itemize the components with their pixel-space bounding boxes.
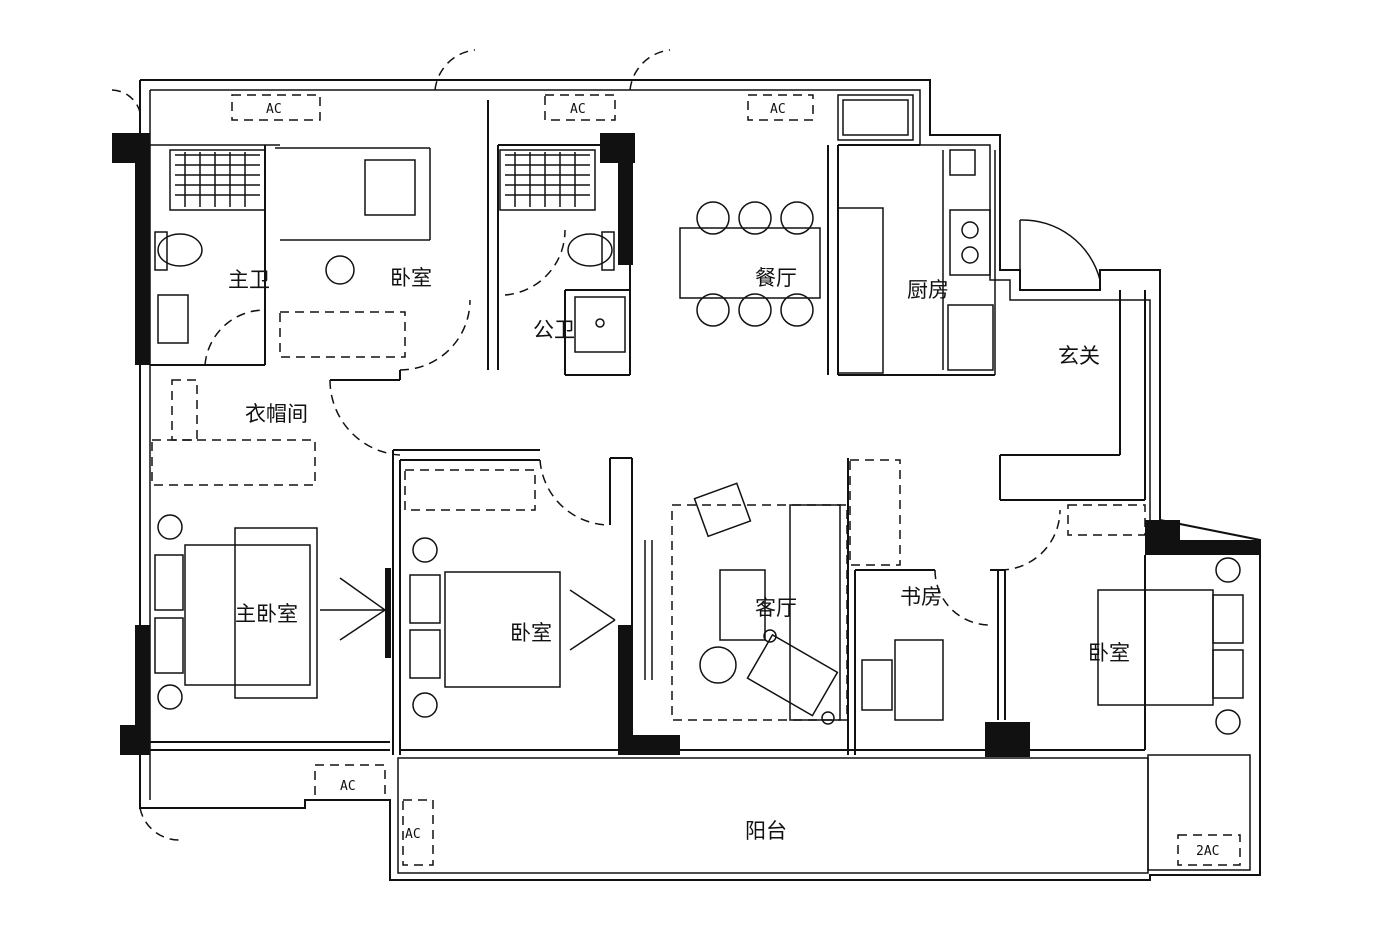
stove [949,209,991,276]
label-master-bath: 主卫 [228,268,270,292]
outer-walls [139,79,1261,881]
ac-unit [402,799,434,866]
label-public-bath: 公卫 [533,318,575,342]
ac-units: AC AC AC AC AC 2AC [231,94,1241,866]
toilet-public [567,233,613,267]
ac-unit [747,94,814,121]
sink-master [157,294,189,344]
ac-unit [544,94,616,121]
label-balcony: 阳台 [745,819,787,843]
dining-set [679,201,821,327]
furniture [151,159,1244,735]
sofa [789,504,841,721]
sliding-door-arrows [320,577,616,651]
ac-label: AC [266,102,282,117]
label-master-bedroom: 主卧室 [235,602,298,626]
label-dining: 餐厅 [755,266,797,290]
room-labels: 主卫 卧室 公卫 餐厅 厨房 玄关 衣帽间 主卧室 卧室 客厅 书房 卧室 阳台 [228,266,1130,843]
label-kitchen: 厨房 [907,278,949,302]
label-study: 书房 [900,585,942,609]
label-bedroom-middle: 卧室 [510,621,552,645]
shower-grid-master [169,149,266,211]
label-bedroom-right: 卧室 [1088,641,1130,665]
ac-label: 2AC [1196,844,1219,859]
doors [111,49,1101,841]
dining-table [679,227,821,299]
ac-unit [314,764,386,801]
label-cloakroom: 衣帽间 [245,402,308,426]
ac-label: AC [405,827,421,842]
sink-public [574,296,626,353]
bed-right [1097,589,1214,706]
bed-master [184,544,311,686]
ac-unit [1177,834,1241,866]
bed-middle [444,571,561,688]
ac-label: AC [570,102,586,117]
ac-unit [231,94,321,121]
label-bedroom-top: 卧室 [390,266,432,290]
label-foyer: 玄关 [1058,344,1100,368]
kitchen-fixtures [837,94,994,374]
bathroom-fixtures [154,149,626,353]
study-desk [894,639,944,721]
structural-columns [112,133,1260,757]
ac-label: AC [770,102,786,117]
shower-grid-public [499,149,596,211]
toilet-master [157,233,203,267]
interior-walls [150,100,1146,755]
label-living: 客厅 [755,596,797,620]
ac-label: AC [340,779,356,794]
